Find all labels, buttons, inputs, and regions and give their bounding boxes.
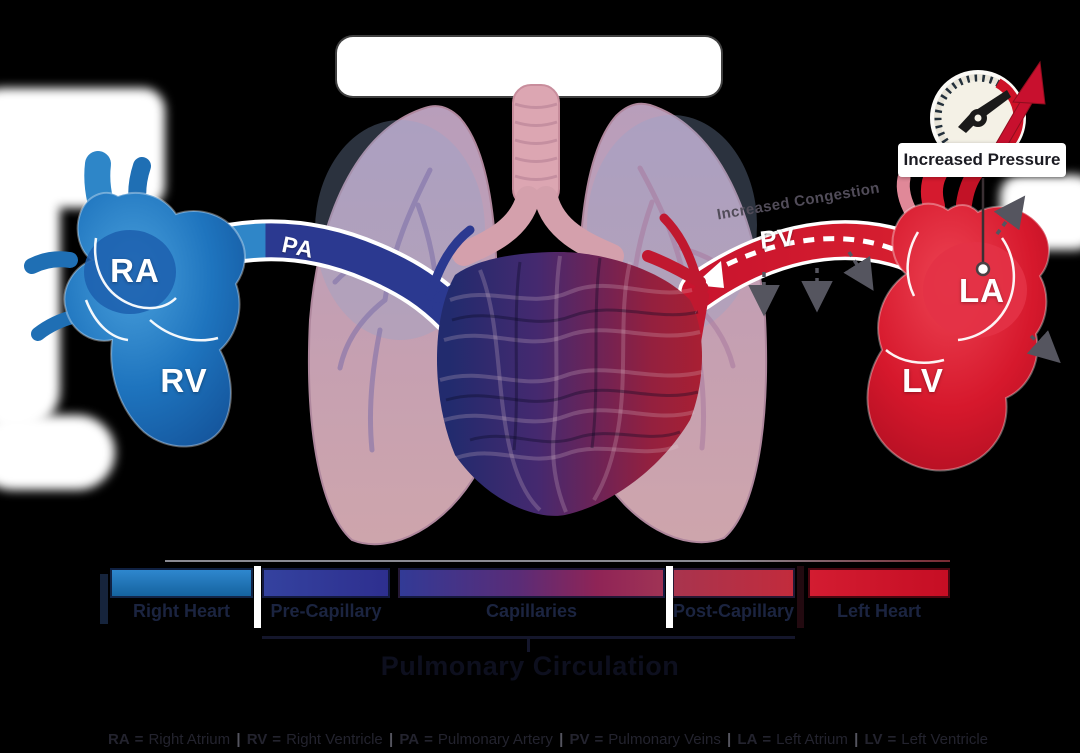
pulmonary-circulation-title: Pulmonary Circulation	[380, 651, 680, 681]
rising-pressure-arrow	[993, 60, 1046, 154]
legend-separator: |	[727, 731, 732, 748]
bar-left-cap	[100, 574, 108, 624]
legend-item-pv: PV = Pulmonary Veins	[569, 731, 721, 748]
flow-bar-segment-right-heart	[110, 568, 253, 598]
pressure-pointer	[975, 178, 991, 277]
right-atrium-label: RA	[110, 252, 160, 289]
capillary-bed	[425, 213, 709, 516]
legend-separator: |	[854, 731, 859, 748]
backflow-dashed-arrow	[714, 236, 894, 273]
legend-item-rv: RV = Right Ventricle	[246, 731, 383, 748]
bar-divider	[797, 566, 804, 628]
abbreviation-legend: RA = Right Atrium | RV = Right Ventricle…	[108, 731, 988, 748]
pressure-gauge-icon	[930, 60, 1046, 166]
flow-bar-segment-pre-capillary	[262, 568, 390, 598]
legend-item-pa: PA = Pulmonary Artery	[399, 731, 553, 748]
bar-divider	[665, 566, 673, 628]
legend-item-lv: LV = Left Ventricle	[864, 731, 988, 748]
capillary-mesh-texture	[439, 255, 703, 513]
legend-separator: |	[559, 731, 564, 748]
flow-bar-segment-capillaries	[398, 568, 665, 598]
heart-highlights	[84, 237, 219, 342]
segment-label-capillaries: Capillaries	[485, 601, 578, 621]
capillary-mesh-shadow	[445, 257, 699, 451]
baseline-rule	[165, 560, 950, 562]
heart-highlights	[885, 231, 1016, 364]
legend-item-la: LA = Left Atrium	[737, 731, 848, 748]
segment-label-left-heart: Left Heart	[836, 601, 921, 621]
legend-item-ra: RA = Right Atrium	[108, 731, 231, 748]
trachea	[452, 84, 624, 268]
pulmonary-veins-label: PV	[758, 223, 797, 255]
white-patch	[0, 415, 115, 490]
increased-pressure-label: Increased Pressure	[898, 143, 1066, 177]
segment-label-post-capillary: Post-Capillary	[672, 601, 795, 621]
segment-label-pre-capillary: Pre-Capillary	[270, 601, 382, 621]
segment-label-right-heart: Right Heart	[132, 601, 230, 621]
flow-bar-segment-post-capillary	[672, 568, 795, 598]
right-heart	[24, 151, 246, 448]
legend-separator: |	[388, 731, 394, 748]
bar-divider	[254, 566, 261, 628]
congestion-arrows	[748, 195, 1061, 364]
white-patch	[0, 170, 60, 430]
flow-bar-segment-left-heart	[808, 568, 950, 598]
left-atrium-label: LA	[959, 272, 1005, 309]
legend-separator: |	[236, 731, 241, 748]
left-heart	[866, 159, 1050, 472]
right-ventricle-label: RV	[160, 362, 208, 399]
pulmonary-circulation-bracket-tick	[527, 636, 530, 652]
left-ventricle-label: LV	[902, 362, 944, 399]
